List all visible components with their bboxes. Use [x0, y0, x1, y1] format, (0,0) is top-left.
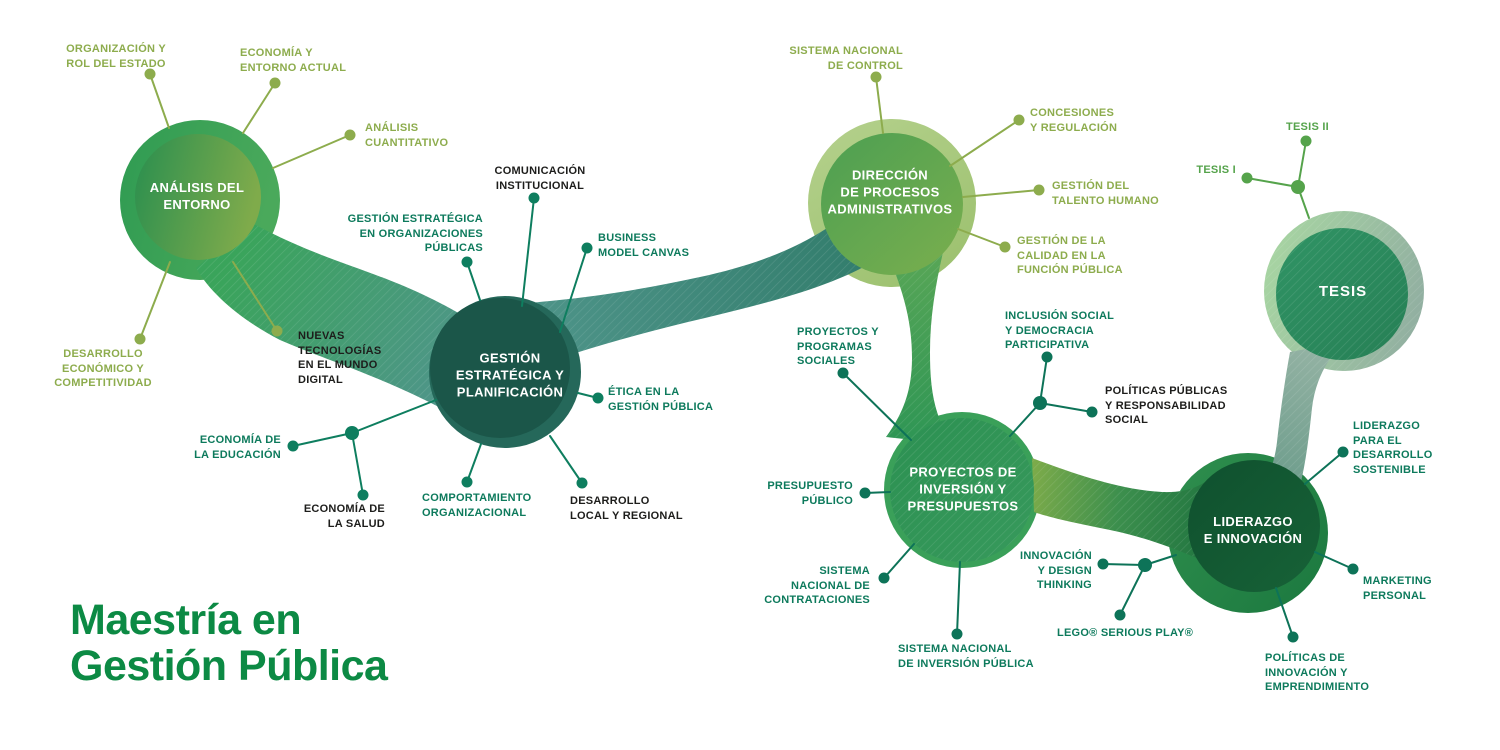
- node-label-gestion-estrategica: GESTIÓN ESTRATÉGICA Y PLANIFICACIÓN: [455, 350, 565, 400]
- node-label-proyectos-inversion: PROYECTOS DE INVERSIÓN Y PRESUPUESTOS: [907, 464, 1019, 514]
- connector-lines-direccion: [870, 71, 1045, 253]
- connector-lines-gestion: [287, 192, 604, 501]
- satellite-label-sistema-nacional-control: SISTEMA NACIONAL DE CONTROL: [789, 45, 903, 72]
- satellite-label-gestion-estrategica-org: GESTIÓN ESTRATÉGICA EN ORGANIZACIONES PÚ…: [347, 213, 483, 255]
- node-label-direccion-procesos: DIRECCIÓN DE PROCESOS ADMINISTRATIVOS: [827, 167, 953, 217]
- satellite-label-politicas-publicas-resp: POLÍTICAS PÚBLICAS Y RESPONSABILIDAD SOC…: [1105, 385, 1228, 427]
- connector-lines-tesis: [1241, 135, 1312, 219]
- node-circle-tesis-texture: [1276, 228, 1408, 360]
- satellite-label-analisis-cuantitativo: ANÁLISIS CUANTITATIVO: [365, 122, 449, 149]
- satellite-label-organizacion-rol-estado: ORGANIZACIÓN Y ROL DEL ESTADO: [66, 43, 166, 70]
- satellite-label-concesiones-regulacion: CONCESIONES Y REGULACIÓN: [1030, 107, 1118, 134]
- satellite-label-innovacion-design-thinking: INNOVACIÓN Y DESIGN THINKING: [1020, 550, 1092, 592]
- satellite-label-liderazgo-desarrollo-sostenible: LIDERAZGO PARA EL DESARROLLO SOSTENIBLE: [1353, 420, 1433, 476]
- satellite-label-proyectos-programas-sociales: PROYECTOS Y PROGRAMAS SOCIALES: [797, 326, 879, 368]
- ribbon-liderazgo-tesis: [1266, 342, 1344, 486]
- node-circle-direccion: [821, 133, 963, 275]
- satellite-label-lego-serious-play: LEGO® SERIOUS PLAY®: [1057, 627, 1194, 639]
- satellite-label-comportamiento-organizacional: COMPORTAMIENTO ORGANIZACIONAL: [422, 492, 532, 519]
- satellite-label-sistema-nacional-inversion: SISTEMA NACIONAL DE INVERSIÓN PÚBLICA: [898, 643, 1034, 670]
- satellite-label-etica-gestion-publica: ÉTICA EN LA GESTIÓN PÚBLICA: [608, 386, 714, 413]
- node-circle-liderazgo: [1188, 460, 1320, 592]
- satellite-label-gestion-talento-humano: GESTIÓN DEL TALENTO HUMANO: [1052, 180, 1159, 207]
- node-label-analisis-del-entorno: ANÁLISIS DEL ENTORNO: [149, 179, 245, 212]
- satellite-label-marketing-personal: MARKETING PERSONAL: [1363, 575, 1432, 602]
- connector-lines-proyectos: [837, 351, 1177, 640]
- node-circle-proyectos-texture: [890, 418, 1034, 562]
- satellite-label-tesis-ii: TESIS II: [1286, 121, 1329, 133]
- ribbon-analisis-gestion: [196, 222, 472, 425]
- satellite-label-nuevas-tecnologias: NUEVAS TECNOLOGÍAS EN EL MUNDO DIGITAL: [298, 330, 382, 386]
- satellite-label-desarrollo-economico: DESARROLLO ECONÓMICO Y COMPETITIVIDAD: [54, 348, 152, 390]
- ribbon-proyectos-liderazgo: [1032, 458, 1230, 572]
- satellite-label-tesis-i: TESIS I: [1196, 164, 1236, 176]
- satellite-label-inclusion-social: INCLUSIÓN SOCIAL Y DEMOCRACIA PARTICIPAT…: [1005, 310, 1115, 352]
- satellite-label-desarrollo-local-regional: DESARROLLO LOCAL Y REGIONAL: [570, 495, 683, 522]
- connector-lines-analisis: [134, 68, 356, 345]
- node-label-tesis: TESIS: [1318, 283, 1368, 301]
- satellite-label-presupuesto-publico: PRESUPUESTO PÚBLICO: [767, 480, 853, 507]
- satellite-label-comunicacion-institucional: COMUNICACIÓN INSTITUCIONAL: [494, 165, 586, 192]
- satellite-label-sistema-nacional-contrataciones: SISTEMA NACIONAL DE CONTRATACIONES: [764, 565, 870, 607]
- node-label-liderazgo-innovacion: LIDERAZGO E INNOVACIÓN: [1203, 513, 1303, 546]
- program-title: Maestría en Gestión Pública: [70, 596, 388, 690]
- satellite-label-politicas-innovacion: POLÍTICAS DE INNOVACIÓN Y EMPRENDIMIENTO: [1265, 652, 1370, 694]
- ribbon-direccion-proyectos: [886, 248, 952, 444]
- satellite-label-business-model-canvas: BUSINESS MODEL CANVAS: [598, 232, 690, 259]
- satellite-label-economia-entorno-actual: ECONOMÍA Y ENTORNO ACTUAL: [240, 47, 347, 74]
- satellite-label-economia-salud: ECONOMÍA DE LA SALUD: [303, 503, 385, 530]
- node-circle-gestion: [430, 298, 570, 438]
- ribbon-gestion-direccion: [500, 210, 880, 372]
- node-circle-analisis: [135, 134, 261, 260]
- connector-lines-liderazgo: [1275, 446, 1359, 643]
- satellite-label-economia-educacion: ECONOMÍA DE LA EDUCACIÓN: [194, 434, 281, 461]
- satellite-label-gestion-calidad-funcion: GESTIÓN DE LA CALIDAD EN LA FUNCIÓN PÚBL…: [1017, 235, 1123, 277]
